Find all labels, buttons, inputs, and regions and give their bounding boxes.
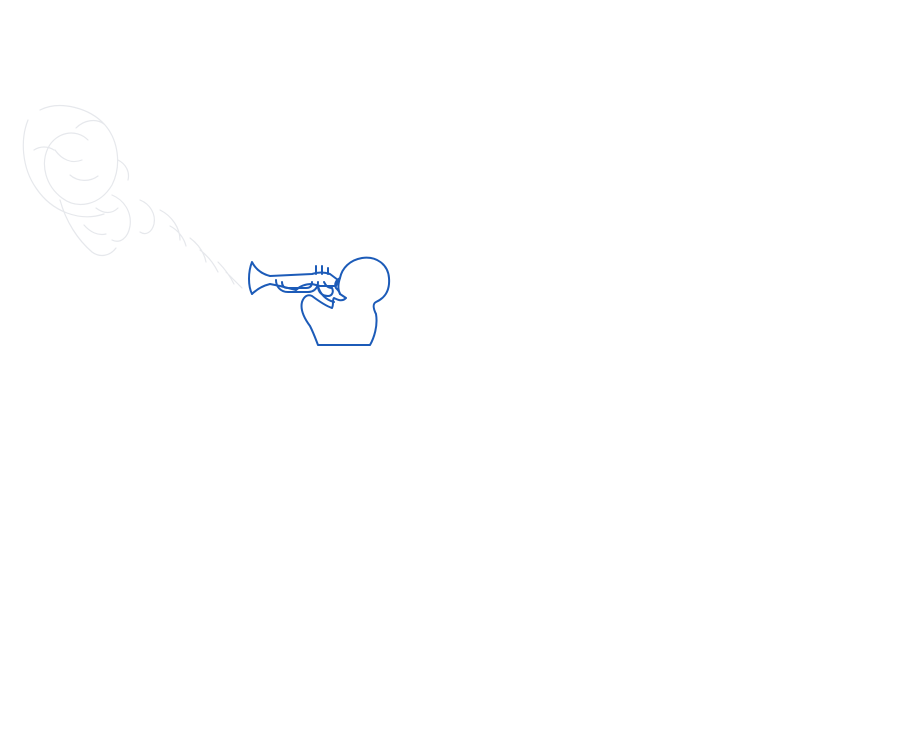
trumpet-player-outline bbox=[248, 256, 391, 346]
sound-swirl-decoration bbox=[22, 105, 243, 289]
